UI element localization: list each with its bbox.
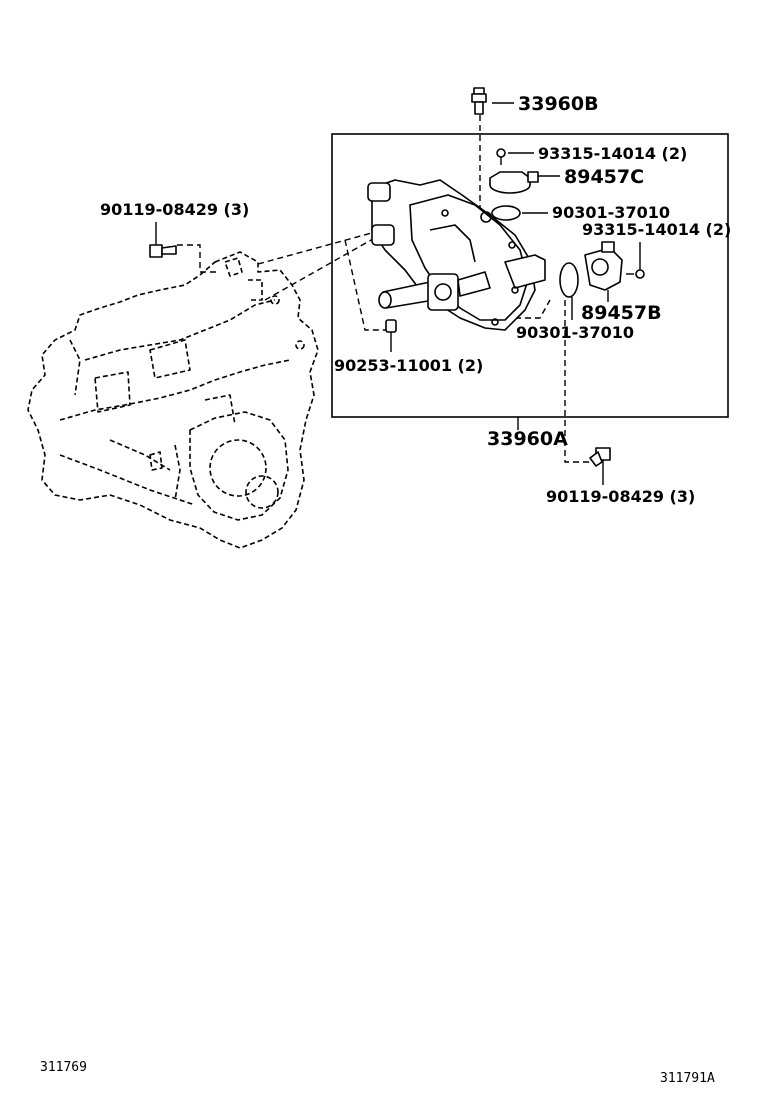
label-90301-top: 90301-37010 [552,203,670,222]
footer-left-code: 311769 [40,1060,87,1075]
transmission-housing [27,251,319,549]
left-mount-bolt [149,244,177,258]
label-90119-left: 90119-08429 (3) [100,200,249,219]
alignment-lines [177,115,590,463]
label-93315-right: 93315-14014 (2) [582,220,731,239]
label-93315-top: 93315-14014 (2) [538,144,687,163]
label-33960a: 33960A [487,428,568,450]
footer-right-code: 311791A [660,1071,715,1086]
shift-housing-assembly [367,179,546,331]
label-89457c: 89457C [564,166,644,188]
right-mount-bolt [589,447,611,467]
label-90119-right: 90119-08429 (3) [546,487,695,506]
label-89457b: 89457B [581,302,662,324]
sensor-cap-c [489,171,539,194]
assembly-frame [331,133,729,418]
right-small-bolt [626,269,645,279]
o-ring-mid [559,262,579,298]
dowel-pin [385,319,397,333]
top-small-bolt [496,148,506,165]
breather-plug [471,87,487,115]
label-33960b: 33960B [518,93,599,115]
o-ring-top [491,205,521,221]
label-90253: 90253-11001 (2) [334,356,483,375]
label-90301-mid: 90301-37010 [516,323,634,342]
sensor-b [584,241,623,291]
